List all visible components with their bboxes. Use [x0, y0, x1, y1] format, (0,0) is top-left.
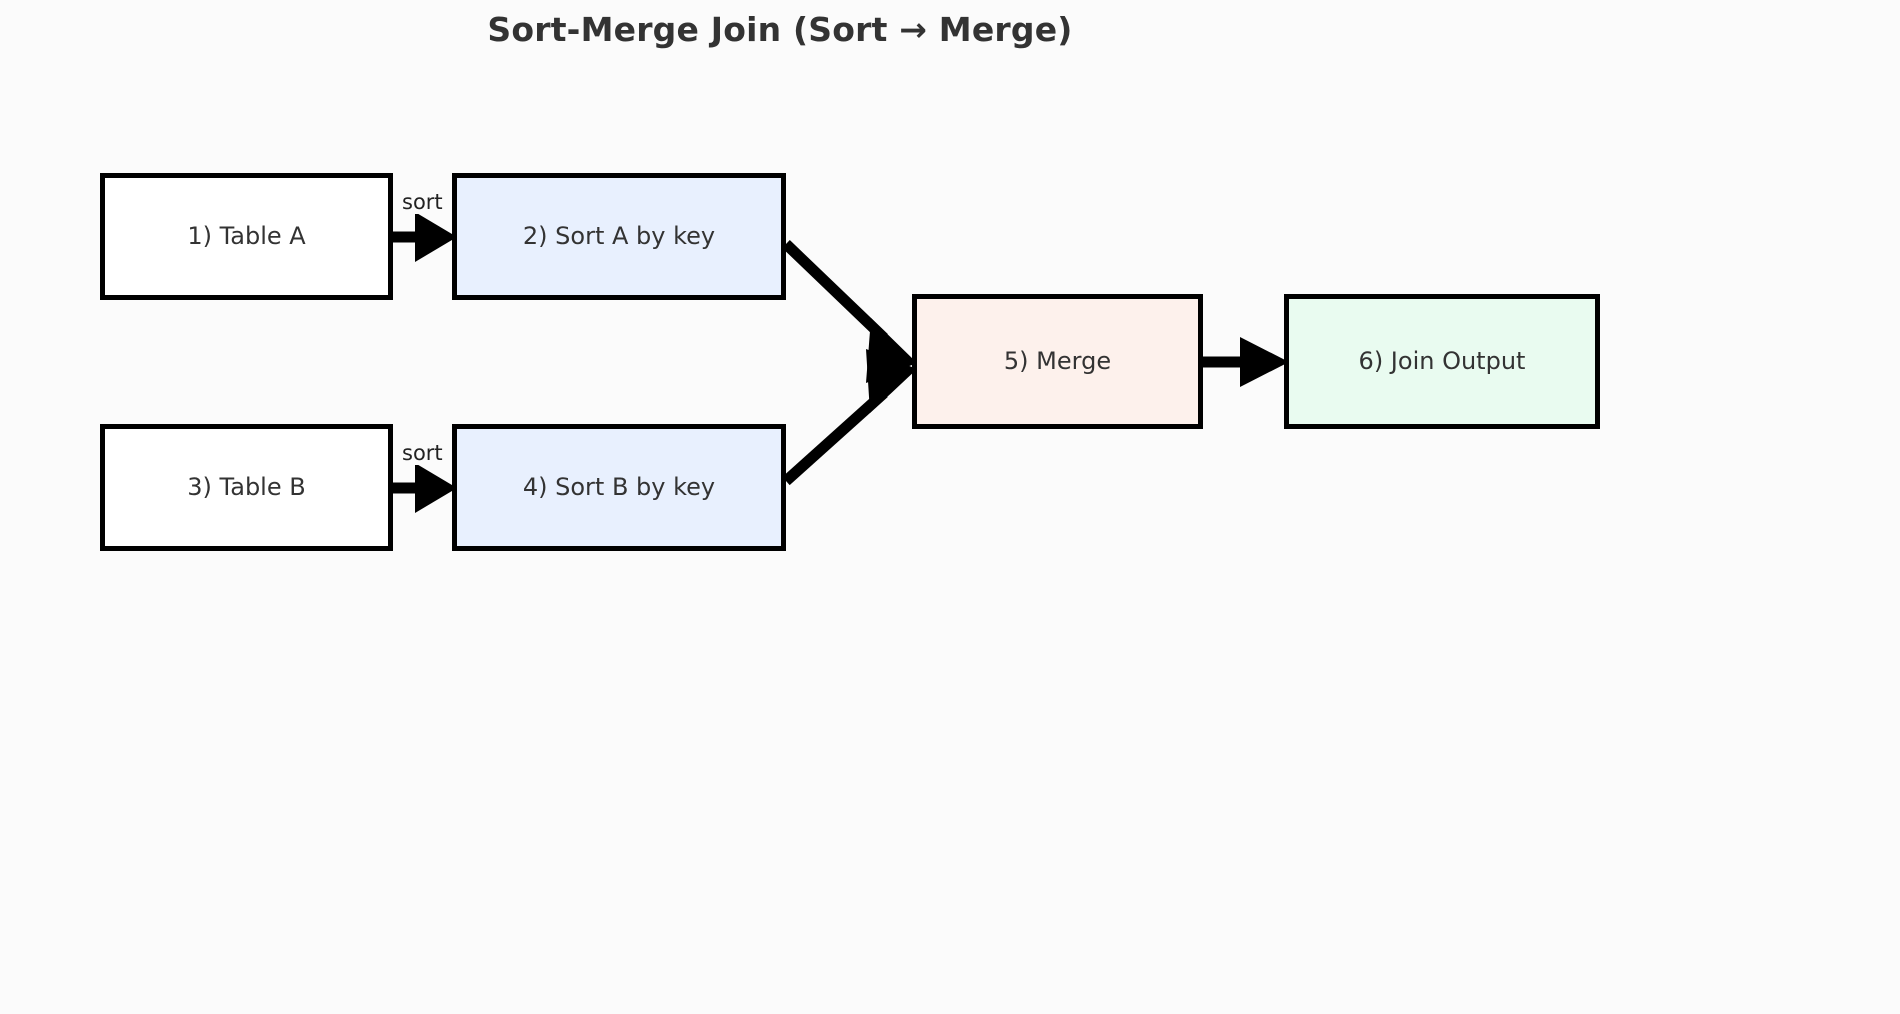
node-label: 1) Table A — [187, 222, 306, 251]
page-title: Sort-Merge Join (Sort → Merge) — [487, 10, 1073, 49]
edge-table-b-sort-b — [393, 463, 457, 513]
edge-table-a-sort-a — [393, 212, 457, 262]
node-merge[interactable]: 5) Merge — [912, 294, 1203, 429]
node-table-a[interactable]: 1) Table A — [100, 173, 393, 300]
node-label: 4) Sort B by key — [522, 473, 716, 502]
node-label: 3) Table B — [187, 473, 306, 502]
node-label: 6) Join Output — [1358, 347, 1526, 376]
node-label: 2) Sort A by key — [522, 222, 716, 251]
node-sort-b[interactable]: 4) Sort B by key — [452, 424, 786, 551]
node-label: 5) Merge — [1003, 347, 1112, 376]
edge-label-sort-a: sort — [400, 190, 445, 214]
node-join-output[interactable]: 6) Join Output — [1284, 294, 1600, 429]
edge-label-sort-b: sort — [400, 441, 445, 465]
node-table-b[interactable]: 3) Table B — [100, 424, 393, 551]
edge-merge-join-output — [1203, 337, 1289, 387]
edge-sort-a-merge — [782, 240, 917, 383]
node-sort-a[interactable]: 2) Sort A by key — [452, 173, 786, 300]
edge-sort-b-merge — [782, 349, 917, 486]
